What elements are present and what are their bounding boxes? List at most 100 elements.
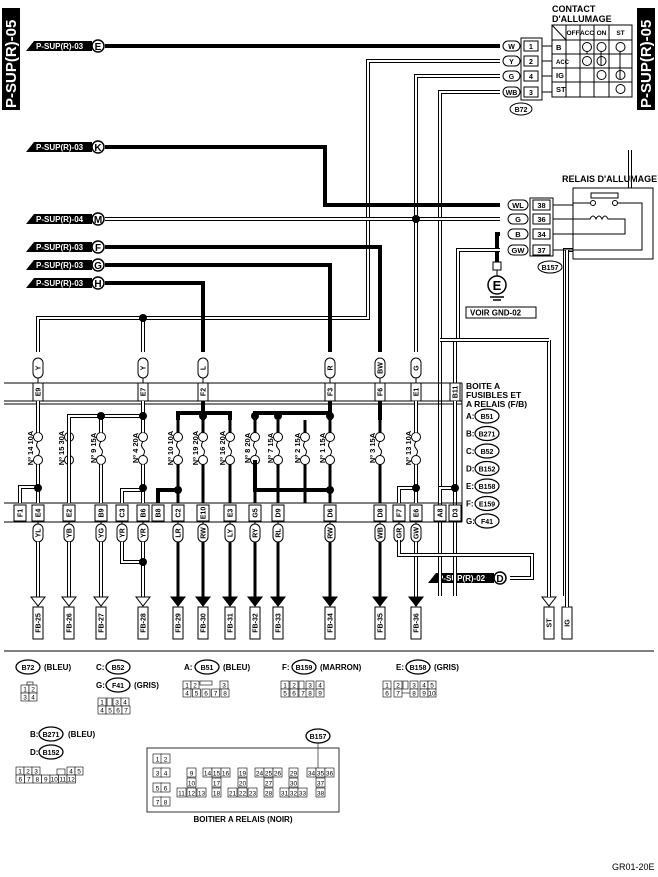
connector-code-b52[interactable]: B52 — [105, 659, 131, 675]
connector-code-b271[interactable]: B271 — [38, 726, 64, 742]
destination-fb-34[interactable]: FB-34 — [324, 606, 336, 640]
destination-fb-31[interactable]: FB-31 — [224, 606, 236, 640]
fuse[interactable]: Nº 3 15A — [368, 420, 385, 503]
fuse[interactable]: Nº 15 30A — [57, 416, 74, 503]
fuse-box-connector-b158[interactable]: E:B158 — [466, 478, 500, 494]
fuse-box-connector-b271[interactable]: B:B271 — [466, 425, 500, 442]
fuse-box-bottom-terminal-d8[interactable]: D8 — [373, 504, 387, 522]
fuse[interactable]: Nº 9 15A — [89, 416, 106, 503]
connector-code-b157[interactable]: B157 — [305, 728, 331, 744]
destination-fb-30[interactable]: FB-30 — [197, 606, 209, 640]
output-ig[interactable]: IG — [561, 606, 573, 640]
connector-code-b158[interactable]: B158 — [405, 659, 431, 675]
fuse-box-bottom-terminal-d9[interactable]: D9 — [271, 504, 285, 522]
fuse-box-bottom-terminal-f1[interactable]: F1 — [13, 504, 27, 522]
fuse-box-connector-b51[interactable]: A:B51 — [466, 408, 500, 424]
fuse[interactable]: Nº 2 15A — [293, 420, 310, 503]
output-wire-gr[interactable]: GR — [393, 522, 405, 543]
fuse-box-bottom-terminal-c2[interactable]: C2 — [171, 504, 185, 522]
fuse[interactable]: Nº 10 10A — [166, 420, 183, 503]
fuse-box-connector-b52[interactable]: C:B52 — [466, 443, 500, 459]
fuse-box-bottom-terminal-b9[interactable]: B9 — [94, 504, 108, 522]
fuse-box-bottom-terminal-d3[interactable]: D3 — [448, 504, 462, 522]
page-tag-right[interactable]: P-SUP(R)-05 — [637, 8, 655, 110]
destination-fb-26[interactable]: FB-26 — [63, 606, 75, 640]
fuse[interactable]: Nº 13 10A — [404, 416, 421, 503]
page-tag-left[interactable]: P-SUP(R)-05 — [2, 8, 20, 110]
connector-code-b72[interactable]: B72 — [15, 659, 41, 675]
ground-reference[interactable]: VOIR GND-02 — [465, 306, 537, 319]
connector-code-f41[interactable]: F41 — [105, 677, 131, 693]
fuse-box-bottom-terminal-e2[interactable]: E2 — [62, 504, 76, 522]
fuse-box-top-terminal-f3[interactable]: RF3 — [324, 357, 336, 402]
destination-fb-27[interactable]: FB-27 — [95, 606, 107, 640]
output-st[interactable]: ST — [540, 596, 558, 640]
destination-fb-35[interactable]: FB-35 — [374, 606, 386, 640]
destination-fb-29[interactable]: FB-29 — [172, 606, 184, 640]
fuse-box-bottom-terminal-b8[interactable]: B8 — [151, 504, 165, 522]
fuse-box-top-terminal-e7[interactable]: YE7 — [137, 357, 149, 402]
fuse[interactable]: Nº 1 15A — [318, 420, 335, 503]
fuse-box-top-terminal-b11[interactable]: B11 — [449, 382, 461, 402]
fuse[interactable]: Nº 19 20A — [191, 420, 208, 503]
fuse-box-connector-e159[interactable]: F:E159 — [466, 495, 500, 512]
fuse-box-bottom-terminal-g5[interactable]: G5 — [248, 504, 262, 522]
fuse-box-bottom-terminal-a8[interactable]: A8 — [433, 504, 447, 522]
fuse-box-bottom-terminal-c3[interactable]: C3 — [115, 504, 129, 522]
destination-fb-25[interactable]: FB-25 — [32, 606, 44, 640]
fuse-box-bottom-terminal-e10[interactable]: E10 — [196, 504, 210, 522]
destination-fb-28[interactable]: FB-28 — [137, 606, 149, 640]
connector-code-b159[interactable]: B159 — [291, 659, 317, 675]
fuse[interactable]: Nº 16 20A — [218, 420, 235, 503]
fuse[interactable]: Nº 7 15A — [266, 420, 283, 503]
fuse-box-bottom-terminal-d6[interactable]: D6 — [323, 504, 337, 522]
connector-code-b51[interactable]: B51 — [194, 659, 220, 675]
fuse-box-bottom-terminal-f7[interactable]: F7 — [392, 504, 406, 522]
fuse-box-bottom-terminal-e3[interactable]: E3 — [223, 504, 237, 522]
fuse-box-top-terminal-e1[interactable]: GE1 — [410, 357, 422, 402]
fuse-box-connector-f41[interactable]: G:F41 — [466, 513, 500, 529]
fuse-box-bottom-terminal-b6[interactable]: B6 — [136, 504, 150, 522]
fuse-box-bottom-terminal-e4[interactable]: E4 — [31, 504, 45, 522]
fuse-box-bottom-terminal-e6[interactable]: E6 — [409, 504, 423, 522]
destination-fb-33[interactable]: FB-33 — [272, 606, 284, 640]
fuse-box-top-terminal-f2[interactable]: LF2 — [197, 357, 209, 402]
connector-code-b152[interactable]: B152 — [38, 744, 64, 760]
destination-fb-32[interactable]: FB-32 — [249, 606, 261, 640]
fuse-box-top-terminal-e9[interactable]: YE9 — [32, 357, 44, 402]
fuse-box-connector-b152[interactable]: D:B152 — [466, 460, 500, 477]
fuse[interactable]: Nº 14 10A — [26, 416, 43, 503]
destination-fb-36[interactable]: FB-36 — [410, 606, 422, 640]
output-wire-yr[interactable]: YR — [116, 522, 128, 543]
